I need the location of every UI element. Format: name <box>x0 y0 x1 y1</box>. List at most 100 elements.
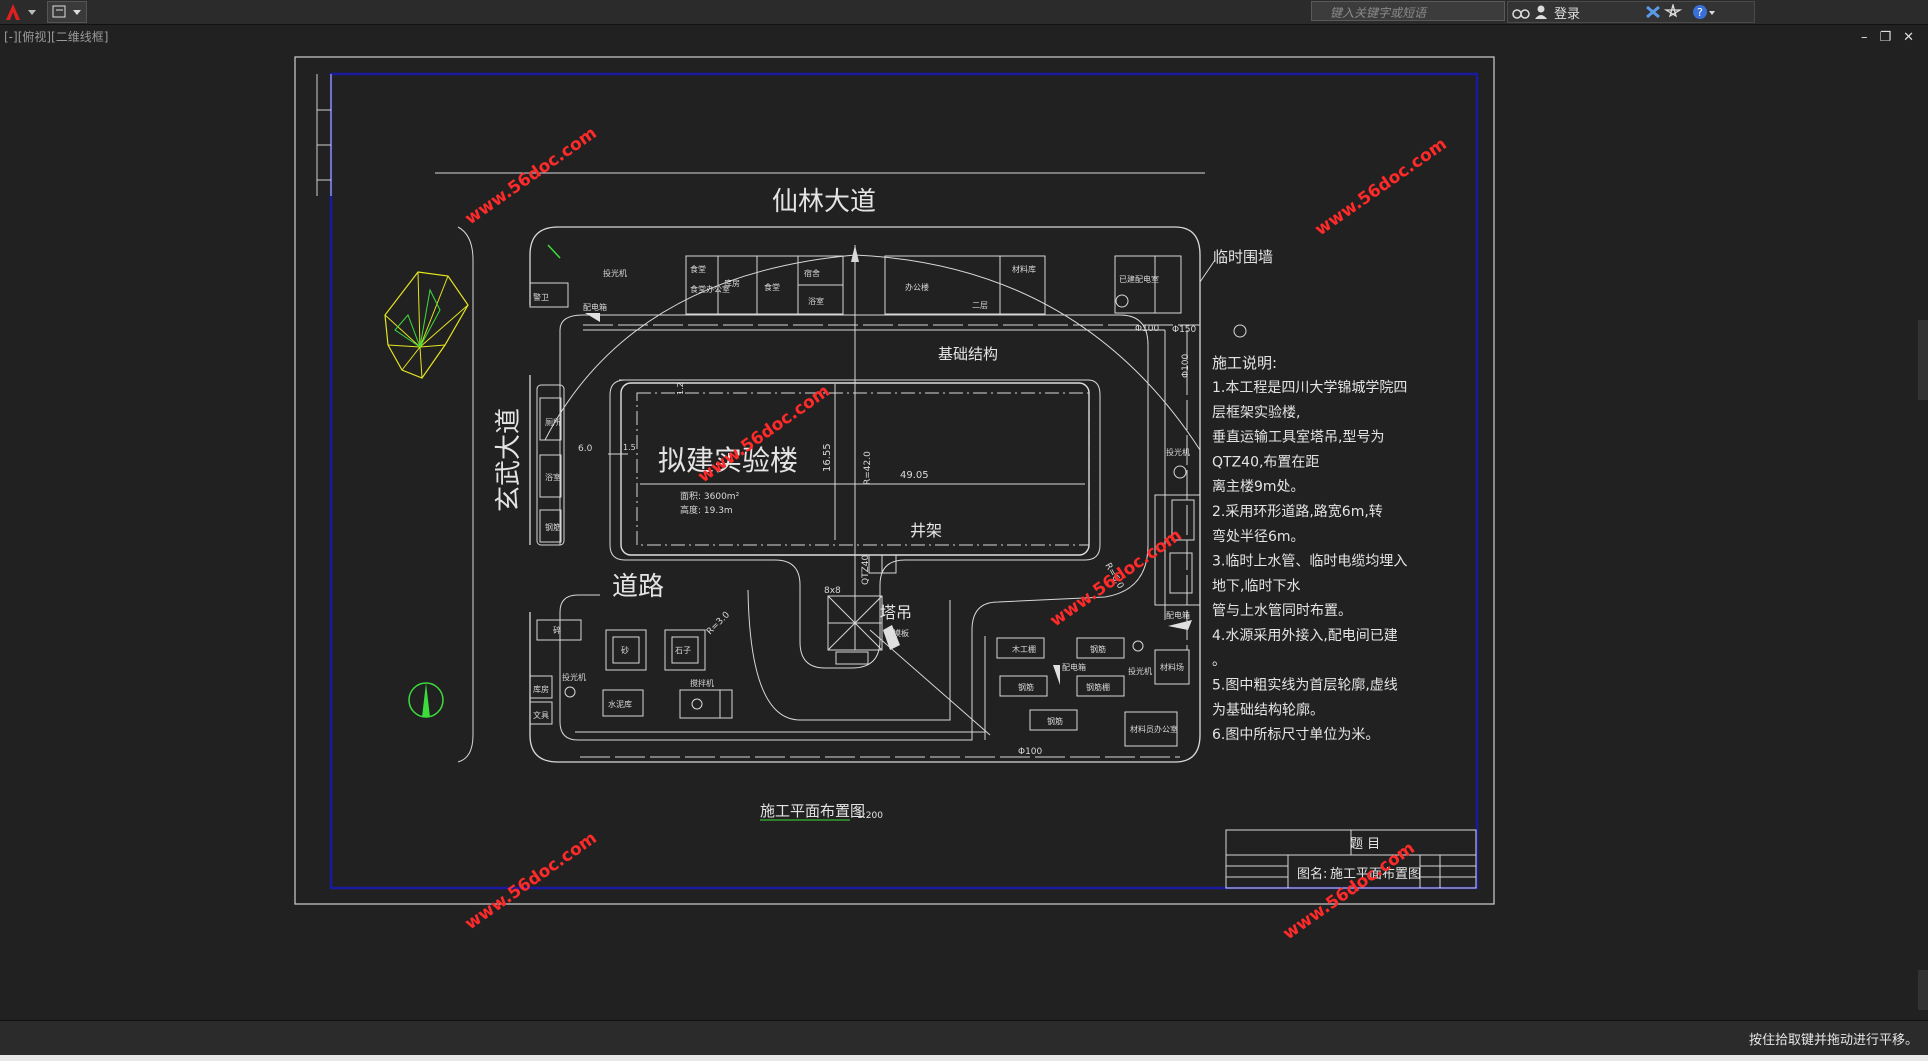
window-controls: – ❐ ✕ <box>1861 30 1914 45</box>
substation-label: 已建配电室 <box>1119 274 1159 284</box>
steel4-label: 钢筋 <box>1047 716 1063 726</box>
help-icon[interactable]: ? <box>1692 4 1716 20</box>
note-line: 为基础结构轮廓。 <box>1212 701 1324 718</box>
shed1-label: 厕所 <box>545 417 561 427</box>
viewport-label[interactable]: [-][俯视][二维线框] <box>4 30 109 44</box>
note-line: 2.采用环形道路,路宽6m,转 <box>1212 503 1383 520</box>
crane-model-label: QTZ40 <box>861 555 871 585</box>
steel3-label: 钢筋 <box>1018 682 1034 692</box>
note-line: 地下,临时下水 <box>1212 578 1300 594</box>
crane-radius-arc <box>544 254 1201 451</box>
close-icon[interactable]: ✕ <box>1903 30 1914 45</box>
road-north-label: 仙林大道 <box>772 187 876 217</box>
title-block-header: 题 目 <box>1350 837 1380 852</box>
star-icon[interactable] <box>1664 4 1684 20</box>
note-line: 垂直运输工具室塔吊,型号为 <box>1212 429 1384 446</box>
construction-notes: 1.本工程是四川大学锦城学院四层框架实验楼,垂直运输工具室塔吊,型号为QTZ40… <box>1212 379 1407 743</box>
pipe100b-label: Φ100 <box>1181 353 1191 378</box>
dim-small: 1.5 <box>623 443 636 452</box>
wind-rose-icon <box>384 271 469 379</box>
frame-border <box>329 72 1479 890</box>
floodlight1-label: 投光机 <box>603 268 627 278</box>
binoculars-icon[interactable] <box>1512 4 1530 20</box>
infocenter-toolbar[interactable]: 登录 ? <box>1507 1 1755 23</box>
shed2-label: 浴室 <box>545 472 561 482</box>
watermark-6: www.56doc.com <box>1279 838 1418 944</box>
status-prompt: 按住拾取键并拖动进行平移。 <box>1748 1033 1918 1048</box>
steel1-label: 钢筋 <box>1090 644 1106 654</box>
svg-text:?: ? <box>1697 6 1703 19</box>
dorm-label: 宿舍 <box>804 268 820 278</box>
note-line: 管与上水管同时布置。 <box>1212 603 1352 619</box>
substation <box>1114 255 1182 314</box>
two-level-label: 二层 <box>972 301 988 310</box>
internal-road-label: 道路 <box>612 572 664 602</box>
tower-crane-label: 塔吊 <box>880 603 912 622</box>
dist-box2-label: 配电箱 <box>1166 610 1190 620</box>
floodlight4-label: 投光机 <box>562 672 586 682</box>
crane-radius-label: R=42.0 <box>863 451 873 485</box>
dim-left: 6.0 <box>578 444 593 454</box>
canteen-label: 食堂 <box>690 264 706 274</box>
pipe100-label: Φ100 <box>1135 324 1160 334</box>
user-icon[interactable] <box>1534 4 1548 20</box>
guard-label: 警卫 <box>533 292 549 302</box>
autocad-logo-icon[interactable] <box>2 1 42 23</box>
formwork-label: 模板 <box>893 628 909 638</box>
vertical-scrollbar[interactable] <box>1918 320 1928 400</box>
mixer-label: 搅拌机 <box>690 678 714 688</box>
compass-icon <box>408 682 444 718</box>
dim-length: 49.05 <box>900 470 929 481</box>
exchange-icon[interactable] <box>1644 4 1664 20</box>
search-input[interactable]: 键入关键字或短语 <box>1311 1 1505 21</box>
shed3-label: 钢筋 <box>545 522 561 532</box>
foundation-label: 基础结构 <box>938 345 998 363</box>
title-block-name-value: 施工平面布置图 <box>1330 867 1421 882</box>
sheet-border <box>294 56 1495 905</box>
note-line: 5.图中粗实线为首层轮廓,虚线 <box>1212 677 1398 694</box>
wood-label: 木工棚 <box>1012 644 1036 654</box>
steel2-label: 钢筋棚 <box>1086 682 1110 692</box>
minimize-icon[interactable]: – <box>1860 30 1868 45</box>
office-label: 办公楼 <box>905 282 929 292</box>
floodlight3-label: 投光机 <box>1128 666 1152 676</box>
r30-label: R=3.0 <box>705 610 732 637</box>
note-line: 3.临时上水管、临时电缆均埋入 <box>1212 554 1407 570</box>
application-title-bar: 键入关键字或短语 登录 ? <box>0 0 1928 25</box>
command-line[interactable] <box>0 1055 1928 1061</box>
road-west-label: 玄武大道 <box>494 408 524 512</box>
dorm-block <box>884 255 1046 315</box>
floodlight2-label: 投光机 <box>1166 447 1190 457</box>
watermark-1: www.56doc.com <box>461 123 600 229</box>
note-line: 4.水源采用外接入,配电间已建 <box>1212 627 1398 644</box>
gravel-label: 碎 <box>553 625 561 635</box>
foundation-outline <box>636 392 1090 546</box>
canteen2-label: 食堂 <box>764 282 780 292</box>
tools-label: 材料库 <box>1012 264 1036 274</box>
temp-wall-label: 临时围墙 <box>1213 248 1273 266</box>
sand-label: 砂 <box>621 645 629 655</box>
dim-top: 1.2 <box>676 382 685 395</box>
ring-road-inner <box>609 379 1101 669</box>
restore-icon[interactable]: ❐ <box>1879 30 1892 45</box>
note-line: 离主楼9m处。 <box>1212 478 1305 495</box>
mat-office-label: 材料员办公室 <box>1130 724 1178 734</box>
watermark-5: www.56doc.com <box>461 828 600 934</box>
note-line: 层框架实验楼, <box>1212 405 1300 421</box>
drawing-canvas[interactable]: 仙林大道 玄武大道 道路 拟建实验楼 面积: 3600m² 高度: 19.3m … <box>0 0 1928 1020</box>
store1-label: 库房 <box>533 684 549 694</box>
scrollbar-thumb[interactable] <box>1918 970 1928 1010</box>
note-line: QTZ40,布置在距 <box>1212 454 1319 470</box>
bath-label: 浴室 <box>808 296 824 306</box>
login-link[interactable]: 登录 <box>1554 6 1581 22</box>
pipe100c-label: Φ100 <box>1018 747 1043 757</box>
dist-box3-label: 配电箱 <box>1062 662 1086 672</box>
mat-yard-label: 材料场 <box>1160 662 1184 672</box>
note-line: 6.图中所标尺寸单位为米。 <box>1212 727 1379 743</box>
canteen-office-label: 食堂办公室 <box>690 284 730 294</box>
building-area: 面积: 3600m² <box>680 490 740 502</box>
quick-access-toolbar[interactable] <box>47 1 87 23</box>
dropdown-icon[interactable] <box>48 2 86 22</box>
canteen-store-label: 库房 <box>724 278 740 288</box>
dist-box1-label: 配电箱 <box>583 302 607 312</box>
